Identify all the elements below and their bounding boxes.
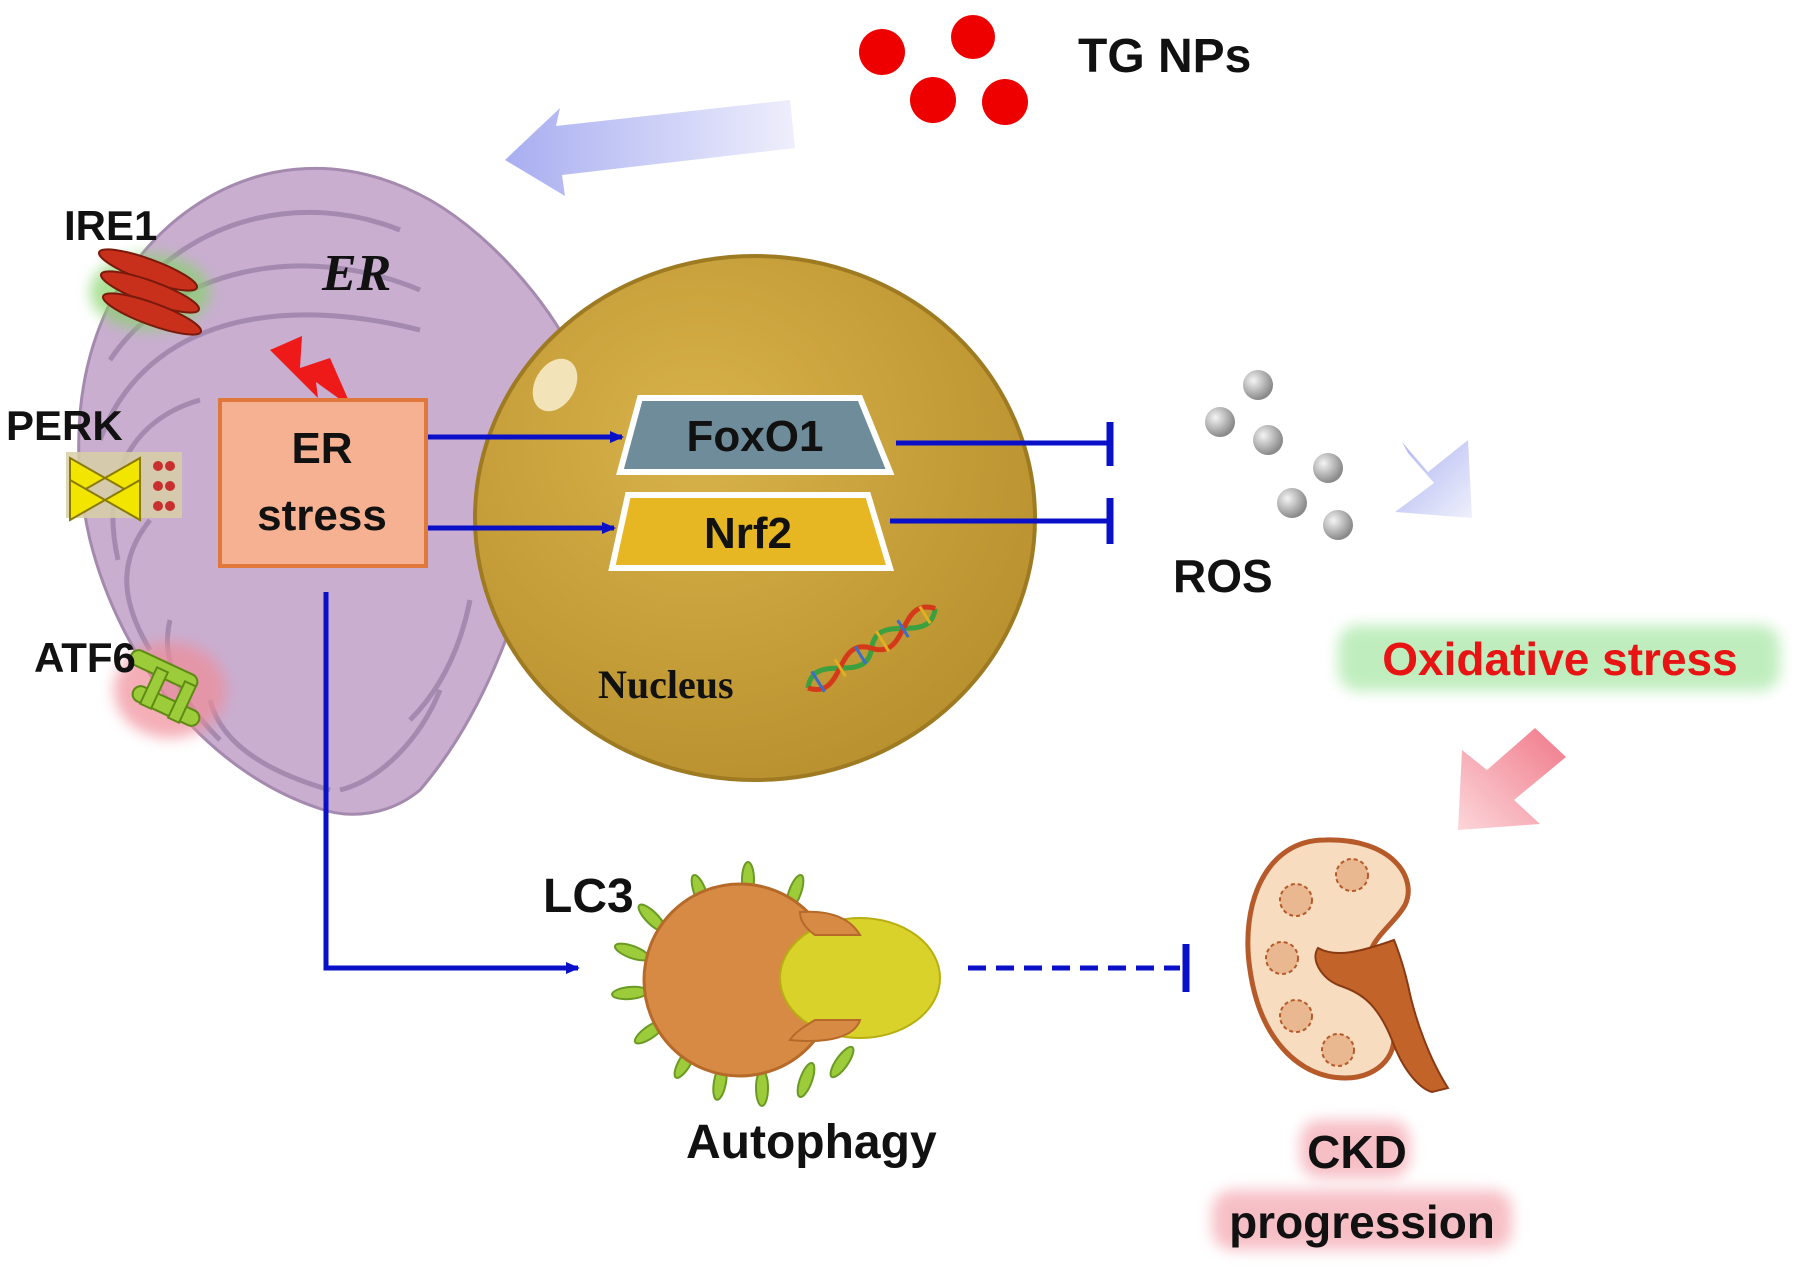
inhibit-nrf2-ros — [890, 498, 1114, 544]
er-stress-label-line2: stress — [257, 491, 387, 540]
er-stress-box — [218, 398, 428, 568]
ckd-label: CKD — [1307, 1126, 1407, 1178]
inhibit-foxo1-ros — [896, 422, 1114, 466]
dna-helix-icon — [805, 604, 938, 693]
lc3-label: LC3 — [543, 870, 634, 923]
ros-label: ROS — [1173, 550, 1273, 602]
nrf2-box — [608, 492, 895, 571]
foxo1-label: FoxO1 — [687, 412, 824, 461]
oxidative-stress-glow — [1338, 625, 1780, 691]
autophagy-label: Autophagy — [686, 1116, 937, 1169]
lightning-icon — [270, 336, 352, 408]
kidney-icon — [1245, 837, 1450, 1094]
arrow-oxidative-to-ckd — [1458, 728, 1566, 830]
ros-particles — [1205, 370, 1353, 540]
nrf2-label: Nrf2 — [704, 509, 792, 558]
ire1-label: IRE1 — [64, 202, 157, 249]
atf6-receptor — [114, 642, 226, 738]
autophagosome-icon — [611, 861, 941, 1107]
er-label: ER — [321, 245, 391, 302]
progression-glow — [1212, 1190, 1512, 1250]
tg-nanoparticles — [859, 15, 1028, 125]
progression-label: progression — [1229, 1196, 1495, 1248]
oxidative-stress-label: Oxidative stress — [1382, 633, 1737, 685]
perk-receptor — [66, 452, 182, 522]
nucleus-label: Nucleus — [598, 662, 734, 707]
foxo1-box — [616, 395, 895, 475]
perk-label: PERK — [6, 402, 123, 449]
atf6-label: ATF6 — [34, 634, 136, 681]
ckd-glow — [1300, 1120, 1410, 1178]
arrow-er-stress-to-autophagy — [323, 592, 580, 974]
er-stress-label-line1: ER — [291, 424, 352, 473]
tg-nps-label: TG NPs — [1078, 30, 1251, 83]
inhibit-autophagy-ckd — [968, 944, 1190, 992]
uptake-arrow — [505, 100, 795, 196]
ire1-receptor — [90, 248, 210, 336]
arrow-ros-to-oxidative — [1395, 440, 1472, 518]
